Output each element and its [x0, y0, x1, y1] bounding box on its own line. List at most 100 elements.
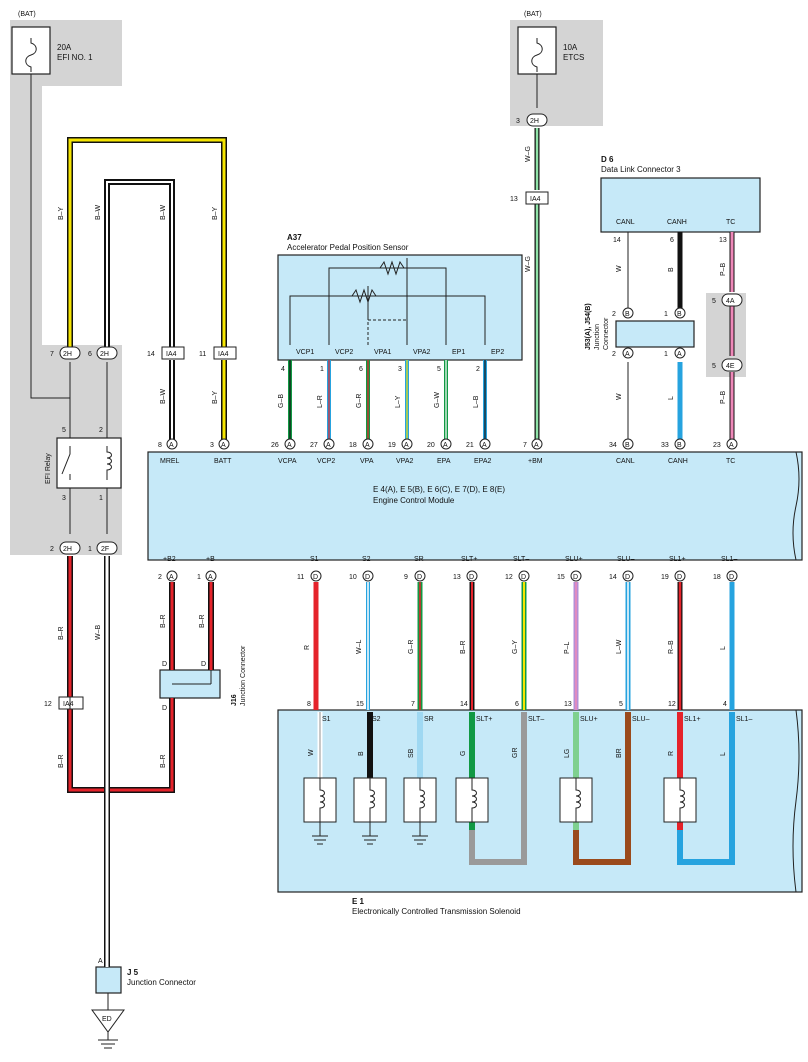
a37-pin-1: 4: [281, 366, 285, 373]
j53-pin-bot-2: 1: [664, 351, 668, 358]
a37-pin-5: 5: [437, 366, 441, 373]
conn-2h-c: 2H: [63, 546, 72, 553]
label-wl: W–L: [356, 640, 363, 655]
label-gr: G–R: [356, 394, 363, 408]
wire-relay-internal: [69, 362, 108, 534]
junction-j53-box: [615, 320, 695, 348]
sensor-internals: [289, 258, 486, 345]
label-gr-3: GR: [512, 748, 519, 759]
label-brn: BR: [616, 748, 623, 758]
ecm-top-pin-1: 8: [158, 442, 162, 449]
ecm-top-pin-6: 19: [388, 442, 396, 449]
inline-connectors: [58, 113, 743, 710]
label-g: G: [460, 751, 467, 756]
ecm-bot-pin-2: 1: [197, 574, 201, 581]
j5-letter: A: [98, 958, 103, 965]
wire-fuse-to-relay: [30, 74, 70, 399]
wire-b-y-stripe: [68, 138, 226, 352]
ecm-bot-pin-1: 2: [158, 574, 162, 581]
etcs-fuse-rating: 10A: [563, 43, 578, 52]
e1-term-s1: S1: [322, 716, 331, 723]
label-by-2: B–Y: [212, 206, 219, 220]
junction-j16-internal: [172, 670, 212, 685]
ecm-term-tc: TC: [726, 458, 735, 465]
label-wg-1: W–G: [525, 146, 532, 162]
ecm-term-vcpa: VCPA: [278, 458, 297, 465]
label-ly: L–Y: [395, 395, 402, 408]
ecm-top-pins: [166, 438, 738, 450]
label-b-2: B: [358, 751, 365, 756]
label-rb: R–B: [668, 640, 675, 654]
a37-term-2: VCP2: [335, 349, 353, 356]
a37-code: A37: [287, 233, 302, 242]
ecm-term-b2: +B2: [163, 556, 176, 563]
a37-pin-4: 3: [398, 366, 402, 373]
label-w-1: W: [616, 265, 623, 272]
ecm-term-sl1-minus: SL1–: [721, 556, 737, 563]
j5-name: Junction Connector: [127, 978, 196, 987]
ecm-top-pin-8: 21: [466, 442, 474, 449]
ecm-bot-letter-3: D: [313, 574, 318, 581]
dlc-code: D 6: [601, 155, 614, 164]
label-by-3: B–Y: [212, 390, 219, 404]
conn-pin-5a: 5: [712, 298, 716, 305]
ecm-term-epa2: EPA2: [474, 458, 491, 465]
j53-letter-3: A: [625, 351, 630, 358]
ecm-bot-letter-7: D: [521, 574, 526, 581]
dlc-pin-1: 14: [613, 237, 621, 244]
ecm-bot-pin-11: 18: [713, 574, 721, 581]
ecm-top-letter-11: B: [677, 442, 682, 449]
label-pb-2: P–B: [720, 390, 727, 404]
ecm-top-letter-7: A: [443, 442, 448, 449]
label-bw-1: B–W: [95, 204, 102, 220]
ecm-top-pin-4: 27: [310, 442, 318, 449]
j16-name: Junction Connector: [240, 645, 247, 706]
a37-name: Accelerator Pedal Position Sensor: [287, 243, 409, 252]
conn-ia4-b: IA4: [166, 351, 177, 358]
e1-term-slt-minus: SLT–: [528, 716, 544, 723]
label-l-1: L: [668, 396, 675, 400]
junction-j5-box: [95, 966, 122, 994]
e1-pin-8: 12: [668, 701, 676, 708]
j53-name2: Connector: [603, 317, 610, 350]
ecm-top-letter-1: A: [169, 442, 174, 449]
j16-letter-3: D: [162, 705, 167, 712]
ecm-term-vpa2: VPA2: [396, 458, 413, 465]
ecm-top-pin-7: 20: [427, 442, 435, 449]
label-r-1: R: [304, 645, 311, 650]
junction-pins: [622, 307, 686, 359]
efi-fuse-rating: 20A: [57, 43, 72, 52]
ecm-bot-letter-2: A: [208, 574, 213, 581]
ecm-bot-pin-7: 12: [505, 574, 513, 581]
conn-pin-12: 12: [44, 701, 52, 708]
dlc-term-canl: CANL: [616, 219, 635, 226]
label-pb-1: P–B: [720, 262, 727, 276]
ecm-bot-letter-6: D: [469, 574, 474, 581]
j53-code: J53(A), J54(B): [585, 303, 592, 350]
label-l-3: L: [720, 752, 727, 756]
ecm-term-s1: S1: [310, 556, 319, 563]
label-w-3: W: [308, 749, 315, 756]
accelerator-sensor-box: [277, 254, 523, 361]
j53-pin-top-2: 1: [664, 311, 668, 318]
dlc-term-tc: TC: [726, 219, 735, 226]
j53-name1: Junction: [594, 324, 601, 350]
label-b-1: B: [668, 267, 675, 272]
ecm-top-pin-9: 7: [523, 442, 527, 449]
label-lg: LG: [564, 749, 571, 758]
label-wb: W–B: [95, 625, 102, 641]
ecm-bot-letter-4: D: [365, 574, 370, 581]
label-lb: L–B: [473, 395, 480, 408]
sensor-wires: [288, 360, 487, 440]
ecm-term-bm: +BM: [528, 458, 543, 465]
conn-4a: 4A: [726, 298, 735, 305]
conn-pin-13: 13: [510, 196, 518, 203]
conn-ia4-c: IA4: [218, 351, 229, 358]
j53-letter-1: B: [625, 311, 630, 318]
label-br-6: B–R: [460, 640, 467, 654]
e1-pin-9: 4: [723, 701, 727, 708]
ecm-name: Engine Control Module: [373, 496, 455, 505]
ecm-top-pin-2: 3: [210, 442, 214, 449]
conn-4e: 4E: [726, 363, 735, 370]
e1-code: E 1: [352, 897, 365, 906]
